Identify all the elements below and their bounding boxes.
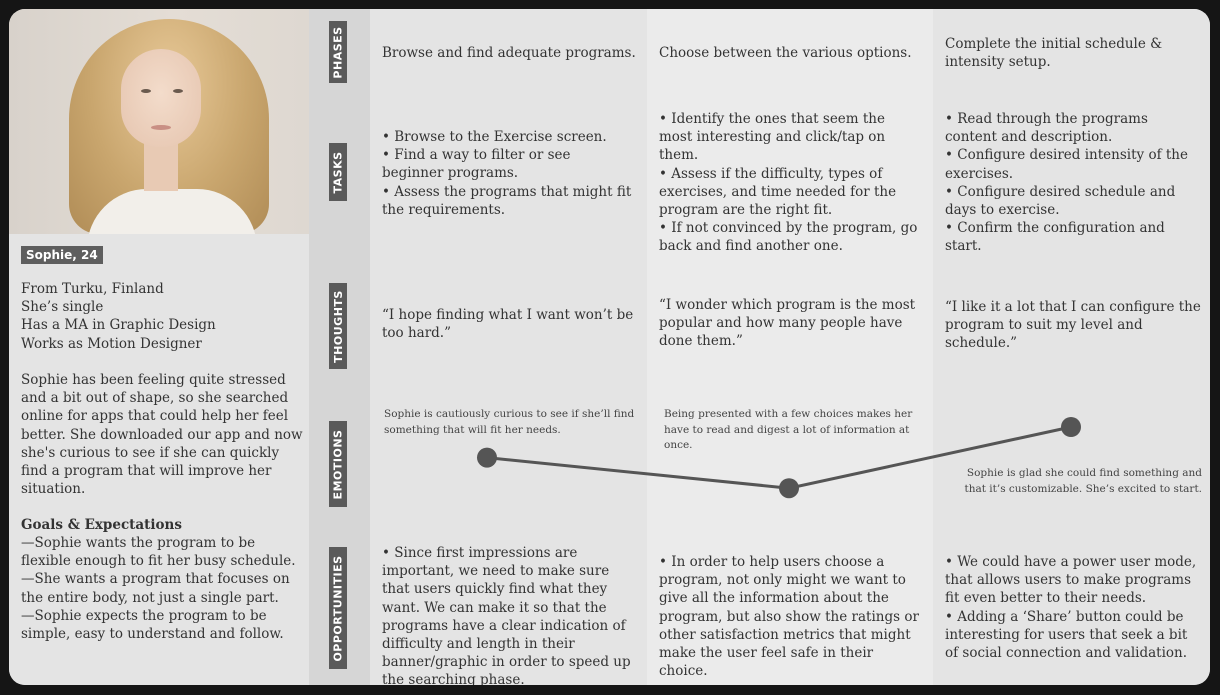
row-label-opportunities: OPPORTUNITIES xyxy=(329,547,347,669)
task-item: • Assess the programs that might fit the… xyxy=(382,183,632,218)
emotion-note: Sophie is cautiously curious to see if s… xyxy=(384,408,635,436)
goals-title: Goals & Expectations xyxy=(21,517,182,533)
goal-item: —She wants a program that focuses on the… xyxy=(21,571,290,606)
phase-text: Browse and find adequate programs. xyxy=(382,45,636,61)
thought-text: “I hope finding what I want won’t be too… xyxy=(382,307,634,342)
row-label-emotions: EMOTIONS xyxy=(329,421,347,507)
persona-facts: From Turku, Finland She’s single Has a M… xyxy=(21,280,303,353)
task-item: • Configure desired schedule and days to… xyxy=(945,183,1176,219)
phase-text: Complete the initial schedule & intensit… xyxy=(945,36,1163,71)
stage-column-3: Complete the initial schedule & intensit… xyxy=(933,9,1210,685)
phase-text: Choose between the various options. xyxy=(659,45,912,61)
row-label-tasks: TASKS xyxy=(329,143,347,201)
tasks-list: • Read through the programs content and … xyxy=(945,110,1201,256)
task-item: • Configure desired intensity of the exe… xyxy=(945,147,1188,182)
tasks-list: • Identify the ones that seem the most i… xyxy=(659,110,921,256)
persona-name-tag: Sophie, 24 xyxy=(21,246,103,264)
opportunity-text: • Since first impressions are important,… xyxy=(382,545,631,685)
task-item: • Read through the programs content and … xyxy=(945,111,1148,146)
emotion-note: Sophie is glad she could find something … xyxy=(964,467,1202,495)
task-item: • Assess if the difficulty, types of exe… xyxy=(659,165,897,219)
goals-list: —Sophie wants the program to be flexible… xyxy=(21,534,303,643)
goal-item: —Sophie wants the program to be flexible… xyxy=(21,535,296,570)
opportunity-text: • In order to help users choose a progra… xyxy=(659,554,919,680)
persona-fact: Works as Motion Designer xyxy=(21,335,202,352)
task-item: • Browse to the Exercise screen. xyxy=(382,129,607,145)
stage-column-1: Browse and find adequate programs. • Bro… xyxy=(370,9,647,685)
task-item: • Identify the ones that seem the most i… xyxy=(659,111,886,164)
task-item: • If not convinced by the program, go ba… xyxy=(659,220,918,255)
row-label-thoughts: THOUGHTS xyxy=(329,283,347,369)
thought-text: “I wonder which program is the most popu… xyxy=(659,297,916,350)
persona-photo xyxy=(9,9,309,234)
tasks-list: • Browse to the Exercise screen. • Find … xyxy=(382,128,632,219)
task-item: • Find a way to filter or see beginner p… xyxy=(382,147,571,182)
persona-panel: Sophie, 24 From Turku, Finland She’s sin… xyxy=(9,234,309,685)
persona-fact: Has a MA in Graphic Design xyxy=(21,317,216,334)
emotion-note: Being presented with a few choices makes… xyxy=(664,408,913,451)
opportunity-text: • Adding a ‘Share’ button could be inter… xyxy=(945,609,1188,662)
row-labels: PHASES TASKS THOUGHTS EMOTIONS OPPORTUNI… xyxy=(309,9,370,685)
thought-text: “I like it a lot that I can configure th… xyxy=(945,299,1201,352)
opportunity-text: • We could have a power user mode, that … xyxy=(945,554,1197,607)
stage-column-2: Choose between the various options. • Id… xyxy=(647,9,933,685)
persona-summary: Sophie has been feeling quite stressed a… xyxy=(21,372,303,498)
task-item: • Confirm the configuration and start. xyxy=(945,220,1165,255)
row-label-phases: PHASES xyxy=(329,21,347,83)
journey-map-card: Sophie, 24 From Turku, Finland She’s sin… xyxy=(9,9,1210,685)
persona-fact: From Turku, Finland xyxy=(21,281,164,297)
goal-item: —Sophie expects the program to be simple… xyxy=(21,607,284,643)
persona-fact: She’s single xyxy=(21,299,104,316)
